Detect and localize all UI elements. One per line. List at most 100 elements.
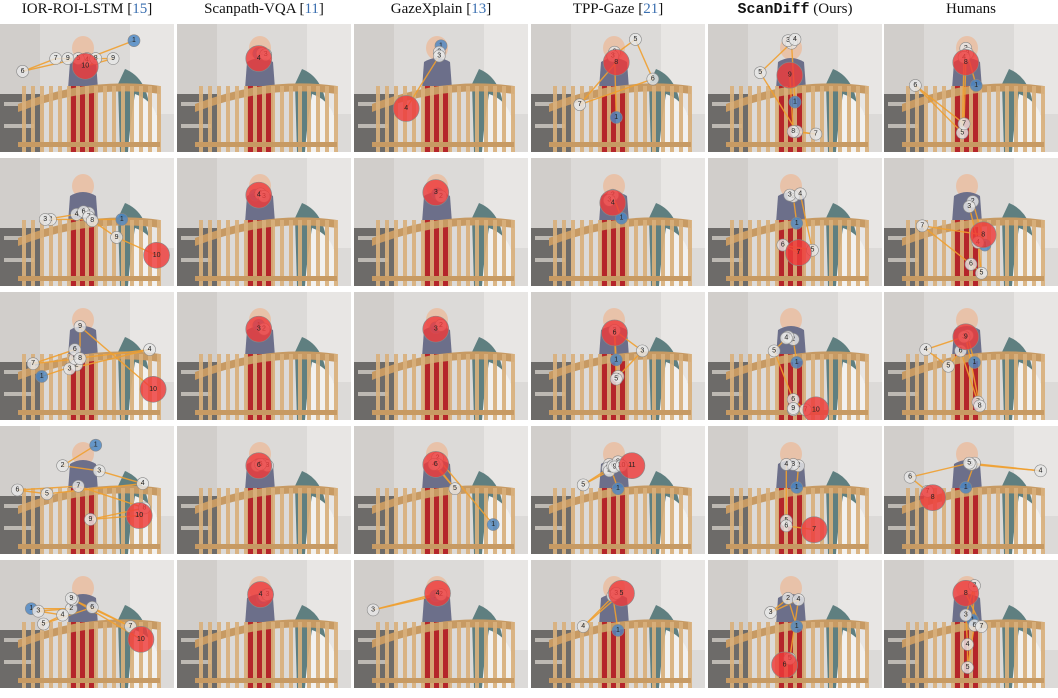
fixation-index-label: 7 <box>76 483 80 490</box>
citation-ref[interactable]: 15 <box>132 1 148 17</box>
last-fixation <box>776 61 804 89</box>
last-fixation <box>71 52 99 80</box>
scanpath-panel: 12345678910 <box>708 292 882 420</box>
fixation-point <box>136 477 149 490</box>
nursery-photo <box>531 24 705 152</box>
fixation-index-label: 1 <box>973 359 977 366</box>
citation-ref[interactable]: 13 <box>471 1 487 17</box>
first-fixation <box>788 95 802 109</box>
fixation-index-label: 3 <box>434 189 438 196</box>
fixation-index-label: 10 <box>135 512 143 519</box>
fixation-point <box>915 219 929 233</box>
column-name: TPP-Gaze <box>572 1 635 17</box>
fixation-point <box>961 638 974 651</box>
fixation-index-label: 9 <box>613 463 617 470</box>
fixation-index-label: 11 <box>628 462 635 469</box>
saccade-line <box>969 462 1041 472</box>
fixation-point <box>792 593 805 606</box>
fixation-index-label: 6 <box>257 462 261 469</box>
fixation-point <box>38 213 52 226</box>
fixation-index-label: 8 <box>78 355 82 362</box>
last-fixation <box>139 375 167 403</box>
fixation-index-label: 4 <box>966 641 970 648</box>
fixation-index-label: 4 <box>784 461 788 468</box>
fixation-point <box>764 606 777 619</box>
fixation-index-label: 6 <box>15 487 19 494</box>
fixation-index-label: 1 <box>620 215 624 222</box>
fixation-index-label: 7 <box>812 526 816 533</box>
last-fixation <box>952 323 980 351</box>
fixation-index-label: 1 <box>795 220 799 227</box>
fixation-index-label: 10 <box>137 636 145 643</box>
saccade-line <box>579 78 654 106</box>
column-title: GazeXplain [13] <box>390 1 492 17</box>
fixation-index-label: 3 <box>788 192 792 199</box>
fixation-point <box>780 331 793 345</box>
first-fixation <box>609 111 623 124</box>
nursery-photo <box>884 292 1058 420</box>
fixation-index-label: 5 <box>960 129 964 136</box>
fixation-index-label: 1 <box>795 623 799 630</box>
fixation-index-label: 1 <box>29 605 33 612</box>
fixation-index-label: 1 <box>964 484 968 491</box>
last-fixation <box>245 45 273 72</box>
fixation-index-label: 6 <box>783 661 787 668</box>
scanpath-panel: 12345678910 <box>0 426 174 554</box>
fixation-index-label: 4 <box>784 335 788 342</box>
last-fixation <box>771 651 798 679</box>
fixation-point <box>609 372 623 386</box>
fixation-index-label: 1 <box>132 37 136 44</box>
fixation-point <box>629 33 642 46</box>
citation-ref[interactable]: 11 <box>304 1 319 17</box>
fixation-index-label: 2 <box>786 595 790 602</box>
last-fixation <box>392 95 420 122</box>
last-fixation <box>599 189 627 217</box>
fixation-index-label: 7 <box>814 131 818 138</box>
fixation-index-label: 4 <box>148 346 152 353</box>
nursery-photo <box>177 24 351 152</box>
first-fixation <box>127 34 141 47</box>
fixation-index-label: 10 <box>812 406 820 413</box>
nursery-photo <box>177 560 351 688</box>
scanpath-panel: 12345678 <box>884 158 1058 286</box>
fixation-index-label: 1 <box>614 114 618 121</box>
saccade-line <box>909 462 970 478</box>
fixation-point <box>448 482 462 496</box>
citation-ref[interactable]: 21 <box>643 1 659 17</box>
fixation-point <box>903 470 917 484</box>
fixation-index-label: 1 <box>120 216 124 223</box>
last-fixation <box>952 579 980 607</box>
column-name: GazeXplain <box>390 1 463 17</box>
saccade-line <box>69 348 150 370</box>
scanpath-panel: 12345678 <box>884 24 1058 152</box>
column-title: Scanpath-VQA [11] <box>204 1 324 17</box>
fixation-index-label: 1 <box>616 485 620 492</box>
fixation-point <box>919 343 933 356</box>
fixation-index-label: 10 <box>81 63 89 70</box>
fixation-index-label: 8 <box>791 128 795 135</box>
fixation-index-label: 1 <box>614 356 618 363</box>
column-title: Humans <box>885 1 1057 18</box>
saccade-line <box>62 444 97 467</box>
fixation-index-label: 4 <box>611 199 615 206</box>
fixation-index-label: 6 <box>791 396 795 403</box>
fixation-point <box>63 362 76 376</box>
fixation-point <box>16 65 29 78</box>
fixation-point <box>11 483 24 497</box>
fixation-point <box>26 357 40 370</box>
scanpath-panel: 12345678910 <box>0 158 174 286</box>
fixation-index-label: 3 <box>786 37 790 44</box>
fixation-index-label: 5 <box>967 460 971 467</box>
column-name: IOR-ROI-LSTM <box>21 1 124 17</box>
fixation-index-label: 7 <box>797 249 801 256</box>
fixation-index-label: 4 <box>1039 467 1043 474</box>
fixation-index-label: 2 <box>75 361 79 368</box>
first-fixation <box>486 518 500 531</box>
fixation-point <box>143 343 156 356</box>
fixation-index-label: 9 <box>69 595 73 602</box>
